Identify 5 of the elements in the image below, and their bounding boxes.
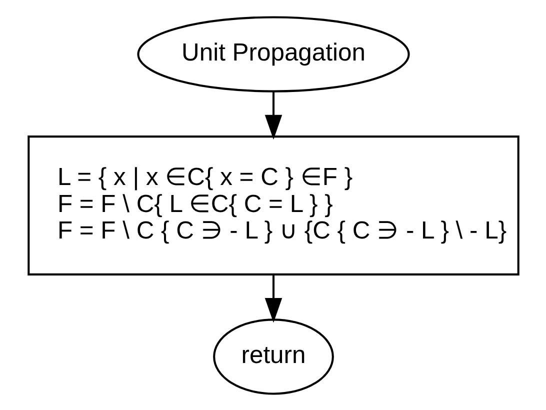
node-ellipse: return: [212, 318, 334, 394]
node-box: L = { x | x ∈C{ x = C } ∈F } F = F \ C{ L ∈C{ C = L } } F = F \ C { C ∋ - L } ∪ {C { C ∋ - L } \ - L}: [27, 135, 519, 275]
node-ellipse: Unit Propagation: [136, 16, 410, 92]
arrow: [264, 274, 282, 322]
arrow: [264, 91, 282, 140]
